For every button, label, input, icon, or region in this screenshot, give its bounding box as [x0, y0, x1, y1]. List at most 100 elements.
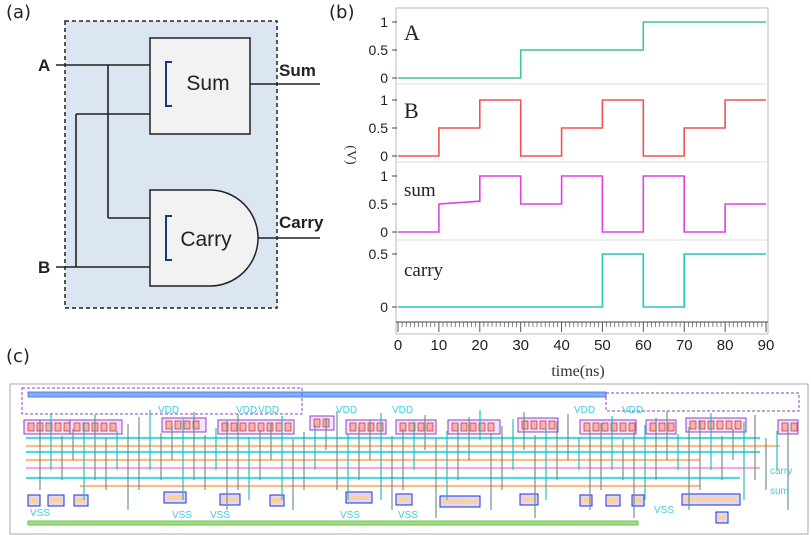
trace-name-b: B: [404, 98, 419, 123]
y-tick-label: 0: [380, 299, 388, 315]
trace-a-line: [398, 21, 766, 79]
layout-diffusion: [30, 498, 38, 503]
layout-transistor: [530, 420, 538, 430]
x-tick-label: 60: [635, 337, 652, 354]
y-tick-label: 0.5: [369, 42, 389, 58]
x-tick-label: 90: [758, 337, 775, 354]
x-tick-label: 70: [676, 337, 693, 354]
layout-cells-bottom: [27, 491, 741, 524]
layout-transistor: [257, 422, 265, 432]
layout-diffusion: [166, 495, 184, 500]
layout-transistor: [275, 422, 283, 432]
layout-transistor: [667, 422, 675, 432]
layout-transistor: [689, 420, 697, 430]
layout-net-label: sum: [770, 486, 789, 497]
layout-transistor: [367, 422, 375, 432]
layout-transistor: [548, 420, 556, 430]
trace-bands: [396, 83, 768, 241]
layout-diffusion: [442, 499, 478, 504]
layout-transistor: [592, 422, 600, 432]
layout-transistor: [174, 420, 182, 430]
layout-diffusion: [398, 497, 410, 502]
trace-lines: [398, 21, 766, 308]
layout-transistor: [619, 422, 627, 432]
input-b-label: B: [38, 258, 50, 277]
layout-transistor: [698, 420, 706, 430]
y-tick-label: 0: [380, 148, 388, 164]
trace-carry-line: [398, 253, 766, 308]
layout-transistor: [539, 420, 547, 430]
layout-transistor: [601, 422, 609, 432]
layout-top-bracket-right: [605, 392, 800, 412]
layout-transistor: [27, 422, 35, 432]
trace-name-sum: sum: [404, 180, 436, 201]
layout-diffusion: [348, 495, 370, 500]
plot-frame: [395, 7, 769, 335]
layout-transistor: [426, 422, 434, 432]
layout-net-label: VSS: [398, 510, 418, 521]
layout-transistor: [54, 422, 62, 432]
x-tick-label: 80: [717, 337, 734, 354]
layout-transistor: [100, 422, 108, 432]
x-tick-label: 40: [553, 337, 570, 354]
layout-transistor: [781, 422, 789, 432]
layout-net-label: VSS: [654, 505, 674, 516]
layout-transistor: [790, 422, 798, 432]
carry-block-label: Carry: [180, 228, 232, 251]
layout-net-label: carry: [770, 466, 792, 477]
layout-transistor: [248, 422, 256, 432]
layout-transistor: [109, 422, 117, 432]
y-axis-label: (V): [343, 145, 358, 165]
layout-net-label: VSS: [340, 510, 360, 521]
y-tick-label: 0.5: [369, 196, 389, 212]
layout-net-label: VDD: [574, 405, 595, 416]
x-tick-label: 20: [471, 337, 488, 354]
layout-transistor: [183, 420, 191, 430]
panel-label-a: (a): [6, 2, 32, 23]
layout-transistor: [583, 422, 591, 432]
layout-transistor: [451, 422, 459, 432]
layout-transistor: [408, 422, 416, 432]
output-sum-label: Sum: [279, 61, 316, 80]
layout-transistor: [487, 422, 495, 432]
layout-transistor: [417, 422, 425, 432]
layout-net-label: VDD: [158, 405, 179, 416]
layout-net-label: VDD: [236, 405, 257, 416]
layout-diffusion: [76, 498, 86, 503]
y-tick-label: 0: [380, 224, 388, 240]
trace-b-line: [398, 99, 766, 157]
layout-transistor: [521, 420, 529, 430]
layout-transistor: [45, 422, 53, 432]
y-tick-label: 1: [380, 168, 388, 184]
layout-transistor: [284, 422, 292, 432]
layout-transistor: [266, 422, 274, 432]
trace-name-a: A: [404, 20, 420, 45]
layout-transistor: [478, 422, 486, 432]
layout-cell: [309, 415, 335, 431]
layout-net-label: VDD: [622, 405, 643, 416]
layout-transistor: [230, 422, 238, 432]
carry-block: [149, 189, 259, 287]
layout-top-bracket: [21, 387, 303, 415]
layout-transistor: [63, 422, 71, 432]
layout-transistor: [460, 422, 468, 432]
layout-transistor: [658, 422, 666, 432]
carry-block-bracket: [165, 215, 172, 261]
layout-transistor: [221, 422, 229, 432]
x-tick-label: 0: [394, 337, 402, 354]
layout-diffusion: [522, 497, 536, 502]
panel-label-c: (c): [6, 346, 30, 367]
layout-transistor: [349, 422, 357, 432]
layout-net-label: VDD: [258, 405, 279, 416]
y-tick-label: 0.5: [369, 120, 389, 136]
layout-transistor: [239, 422, 247, 432]
output-carry-label: Carry: [279, 213, 324, 232]
layout-diffusion: [222, 497, 238, 502]
layout-diffusion: [684, 497, 738, 502]
schematic-wires: [56, 64, 320, 268]
panel-label-b: (b): [329, 2, 355, 23]
layout-diffusion: [718, 515, 726, 520]
